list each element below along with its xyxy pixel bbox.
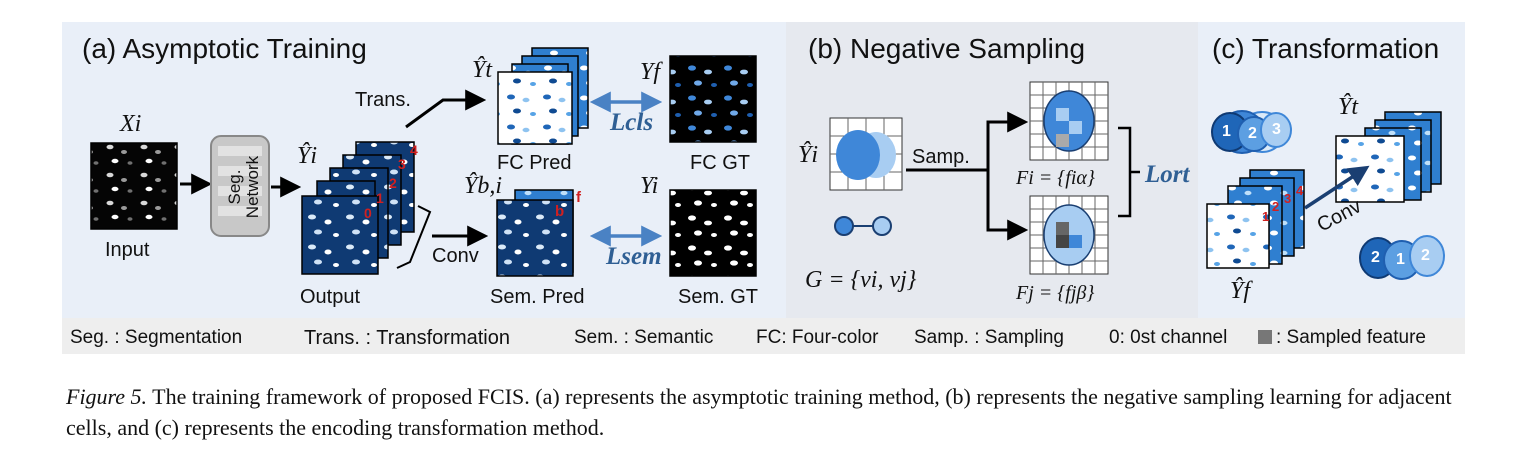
legend-bar: Seg. : Segmentation Trans. : Transformat… [62,318,1465,354]
yf-label: Yf [640,59,661,85]
figure-graphic [62,22,1465,318]
xi-label: Xi [120,111,142,137]
circle-f-label: f [576,189,581,206]
cell-bottom-1: 1 [1396,251,1405,268]
sem-gt-label: Sem. GT [678,286,759,308]
sem-pred-stack [496,189,574,277]
g-label: G = {vi, vj} [805,267,917,293]
yhat-i-label: Ŷi [297,143,318,169]
fc-gt-label: FC GT [690,152,750,174]
seg-network-label: Seg. Network [225,155,262,219]
c-channel-3: 3 [1284,191,1292,206]
c-yf-stack [1206,169,1305,269]
circle-b-label: b [555,203,565,220]
cells-top [1211,110,1292,154]
channel-number-1: 1 [376,190,384,206]
c-yt-stack [1335,111,1442,203]
output-stack [301,141,415,275]
channel-number-0: 0 [364,205,372,221]
l-ort-label: Lort [1145,161,1190,188]
input-image [90,142,178,230]
c-yhat-f-label: Ŷf [1230,278,1251,304]
cells-bottom [1359,235,1445,280]
l-cls-label: Lcls [610,109,654,136]
c-yhat-t-label: Ŷt [1338,94,1359,120]
figure-caption: Figure 5. The training framework of prop… [66,381,1496,443]
l-sem-label: Lsem [606,243,662,270]
c-channel-4: 4 [1296,183,1304,198]
b-grid-fi [1029,81,1109,161]
fj-label: Fj = {fjβ} [1016,282,1095,304]
sem-pred-label: Sem. Pred [490,286,585,308]
output-label: Output [300,286,361,308]
caption-figure-label: Figure 5. [66,384,148,409]
panel-b-title: (b) Negative Sampling [808,33,1086,64]
caption-text: The training framework of proposed FCIS.… [66,384,1452,440]
legend-trans: Trans. : Transformation [304,327,510,349]
cell-top-3: 3 [1272,121,1281,138]
graph-g [834,216,892,236]
panel-a-bg [62,22,786,318]
c-channel-2: 2 [1272,199,1280,214]
figure: (a) Asymptotic Training (b) Negative Sam… [62,22,1465,318]
yhat-bi-label: Ŷb,i [464,173,503,199]
legend-fc: FC: Four-color [756,327,879,348]
channel-number-3: 3 [398,156,406,172]
legend-channel: 0: 0st channel [1109,327,1228,348]
channel-number-2: 2 [389,175,397,191]
legend-sampled: : Sampled feature [1258,327,1426,349]
fc-pred-label: FC Pred [497,152,572,174]
sampled-feature-swatch [1258,330,1272,344]
sem-gt-image [669,189,757,277]
samp-label: Samp. [912,146,970,168]
panel-a-title: (a) Asymptotic Training [82,33,367,64]
cell-bottom-2a: 2 [1371,249,1380,266]
yhat-t-label: Ŷt [472,57,493,83]
legend-samp: Samp. : Sampling [914,327,1064,348]
panel-c-title: (c) Transformation [1212,33,1440,64]
channel-number-4: 4 [410,142,418,158]
cell-top-2: 2 [1248,125,1257,142]
legend-seg: Seg. : Segmentation [70,327,243,348]
fc-gt-image [669,55,757,143]
conv-label: Conv [432,245,479,267]
fc-pred-stack [497,47,589,145]
trans-label: Trans. [355,89,411,111]
legend-sampled-text: : Sampled feature [1276,327,1426,348]
cell-top-1: 1 [1222,123,1231,140]
b-grid-fj [1029,195,1109,275]
legend-sem: Sem. : Semantic [574,327,714,348]
c-channel-1: 1 [1262,209,1270,224]
b-grid-main [829,117,903,191]
yi-label: Yi [640,173,659,199]
b-yhat-i-label: Ŷi [798,142,819,168]
input-label: Input [105,239,150,261]
fi-label: Fi = {fiα} [1016,167,1095,189]
cell-bottom-2b: 2 [1421,247,1430,264]
